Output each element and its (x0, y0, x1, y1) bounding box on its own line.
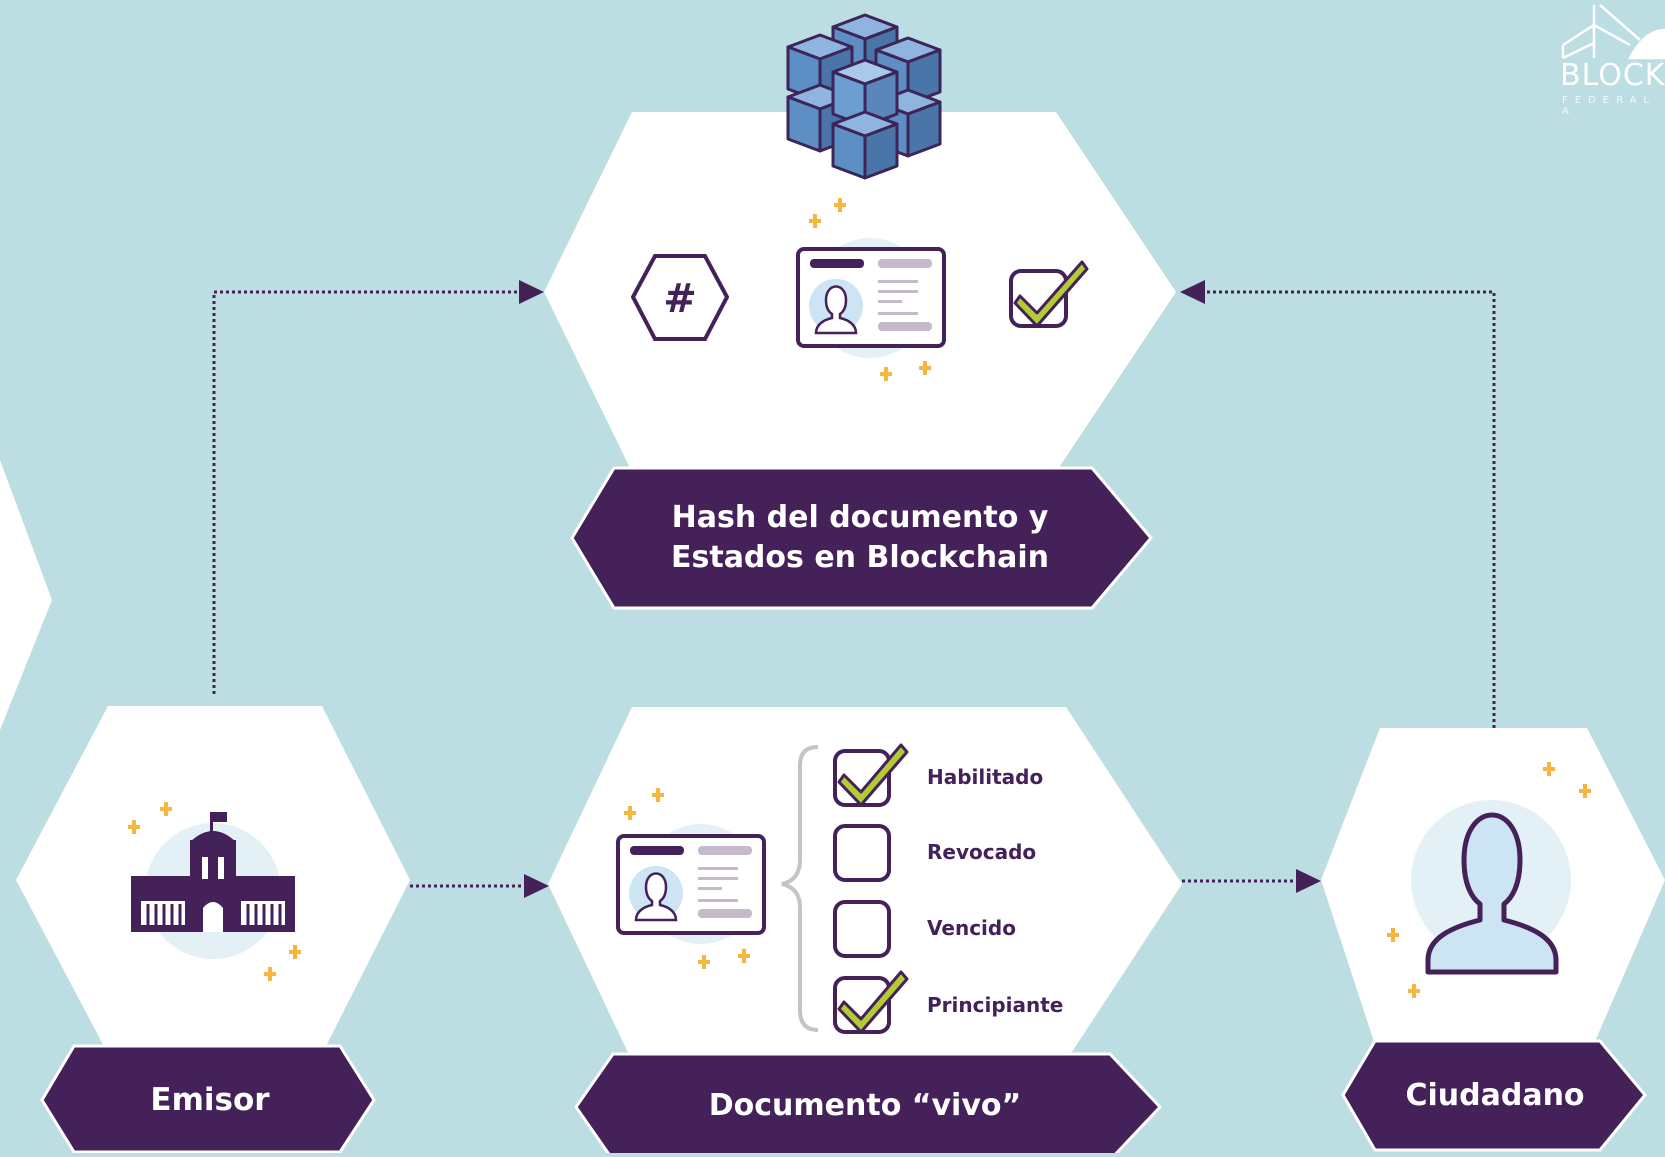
blockchain-federal-logo (1561, 4, 1665, 60)
blockchain-cubes-icon (786, 13, 942, 180)
connector-documento-to-ciudadano (1182, 869, 1321, 893)
status-label-revocado: Revocado (927, 840, 1037, 864)
emisor-label: Emisor (150, 1082, 270, 1118)
hash-symbol: # (663, 276, 697, 322)
status-brace (781, 745, 819, 1032)
blockchain-label-line2: Estados en Blockchain (671, 540, 1049, 575)
status-label-principiante: Principiante (927, 993, 1064, 1017)
logo-subtitle: FEDERAL A (1562, 95, 1657, 117)
hash-hexagon-icon: # (630, 254, 730, 341)
connector-ciudadano-to-blockchain (1180, 280, 1496, 728)
status-checkbox-principiante (833, 970, 909, 1034)
status-label-habilitado: Habilitado (927, 765, 1044, 789)
citizen-user-icon (1411, 800, 1571, 975)
partial-hexagon-left (0, 460, 52, 730)
documento-label: Documento “vivo” (708, 1088, 1022, 1123)
blockchain-label-line1: Hash del documento y (671, 500, 1049, 535)
verified-checkbox-icon (1009, 260, 1089, 328)
documento-hexagon (548, 707, 1182, 1061)
ciudadano-label: Ciudadano (1405, 1078, 1585, 1113)
status-checkbox-revocado (833, 824, 891, 882)
sparkle-decorations (128, 198, 1591, 998)
ciudadano-label-banner (1341, 1039, 1647, 1152)
document-id-card-icon (616, 824, 766, 944)
government-building-icon (131, 812, 295, 959)
logo-name: BLOCK (1560, 58, 1665, 93)
id-card-icon (796, 238, 946, 358)
connector-emisor-to-blockchain (212, 280, 544, 694)
connector-emisor-to-documento (410, 874, 549, 898)
status-checkbox-habilitado (833, 743, 909, 807)
blockchain-label-banner (570, 466, 1153, 610)
status-label-vencido: Vencido (927, 916, 1016, 940)
emisor-label-banner (40, 1044, 376, 1154)
status-checkbox-vencido (833, 900, 891, 958)
documento-label-banner (574, 1052, 1163, 1157)
blockchain-label: Hash del documento y Estados en Blockcha… (600, 498, 1120, 578)
